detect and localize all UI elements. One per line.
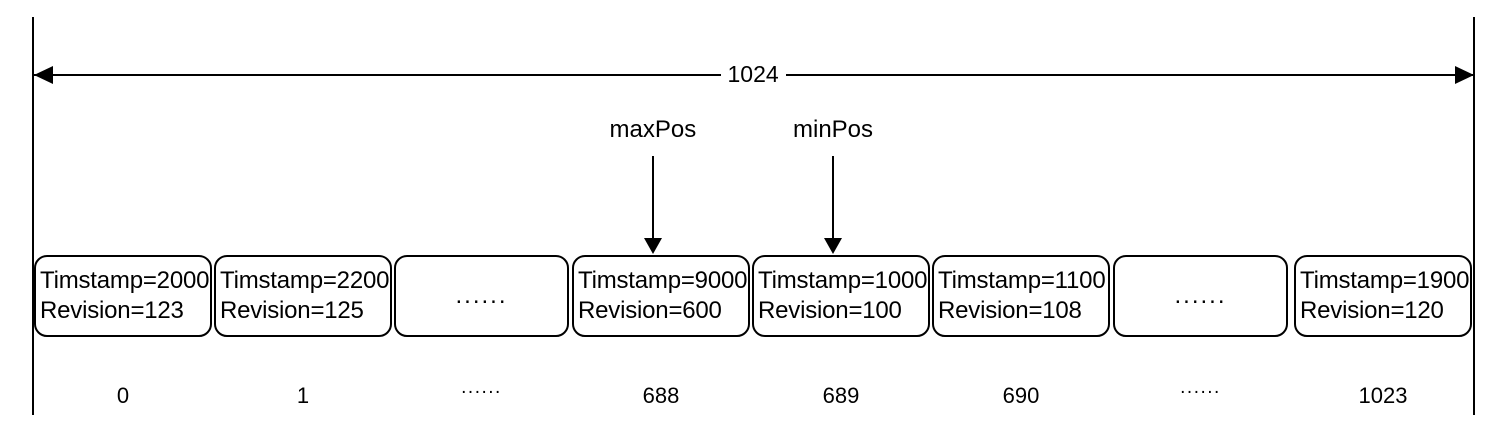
- timestamp-text: Timstamp=2200: [220, 267, 390, 294]
- dimension-arrow-right-icon: [1455, 66, 1474, 84]
- revision-text: Revision=125: [220, 297, 364, 324]
- cell-index-label: ......: [1180, 377, 1221, 398]
- buffer-cell-text: ......: [1115, 281, 1286, 311]
- ellipsis-text: ......: [455, 282, 508, 309]
- revision-text: Revision=100: [758, 297, 902, 324]
- dimension-label: 1024: [720, 59, 786, 89]
- revision-text: Revision=108: [938, 297, 1082, 324]
- pointer-arrow-head-icon: [644, 238, 662, 254]
- cell-index-label: 1: [296, 383, 310, 408]
- revision-text: Revision=123: [40, 297, 184, 324]
- revision-text: Revision=120: [1300, 297, 1444, 324]
- timestamp-text: Timstamp=1000: [758, 267, 928, 294]
- buffer-cell-ellipsis: ......: [1113, 255, 1288, 337]
- cell-index-label: ......: [461, 377, 502, 398]
- buffer-cell-ellipsis: ......: [394, 255, 569, 337]
- ellipsis-text: ......: [1174, 282, 1227, 309]
- cell-index-label: 689: [822, 383, 860, 408]
- pointer-arrow-shaft: [832, 156, 834, 240]
- right-boundary-line: [1473, 17, 1475, 415]
- pointer-arrow-head-icon: [824, 238, 842, 254]
- cell-index-label: 688: [642, 383, 680, 408]
- cell-index-label: 1023: [1358, 383, 1408, 408]
- pointer-label-maxpos: maxPos: [609, 116, 697, 143]
- dimension-arrow-left-icon: [34, 66, 53, 84]
- pointer-label-minpos: minPos: [793, 116, 874, 143]
- timestamp-text: Timstamp=1100: [938, 267, 1106, 294]
- pointer-arrow-shaft: [652, 156, 654, 240]
- left-boundary-line: [32, 17, 34, 415]
- timestamp-text: Timstamp=9000: [578, 267, 748, 294]
- buffer-cell-text: ......: [396, 281, 567, 311]
- revision-text: Revision=600: [578, 297, 722, 324]
- timestamp-text: Timstamp=2000: [40, 267, 210, 294]
- cell-index-label: 0: [116, 383, 130, 408]
- timestamp-text: Timstamp=1900: [1300, 267, 1470, 294]
- cell-index-label: 690: [1002, 383, 1040, 408]
